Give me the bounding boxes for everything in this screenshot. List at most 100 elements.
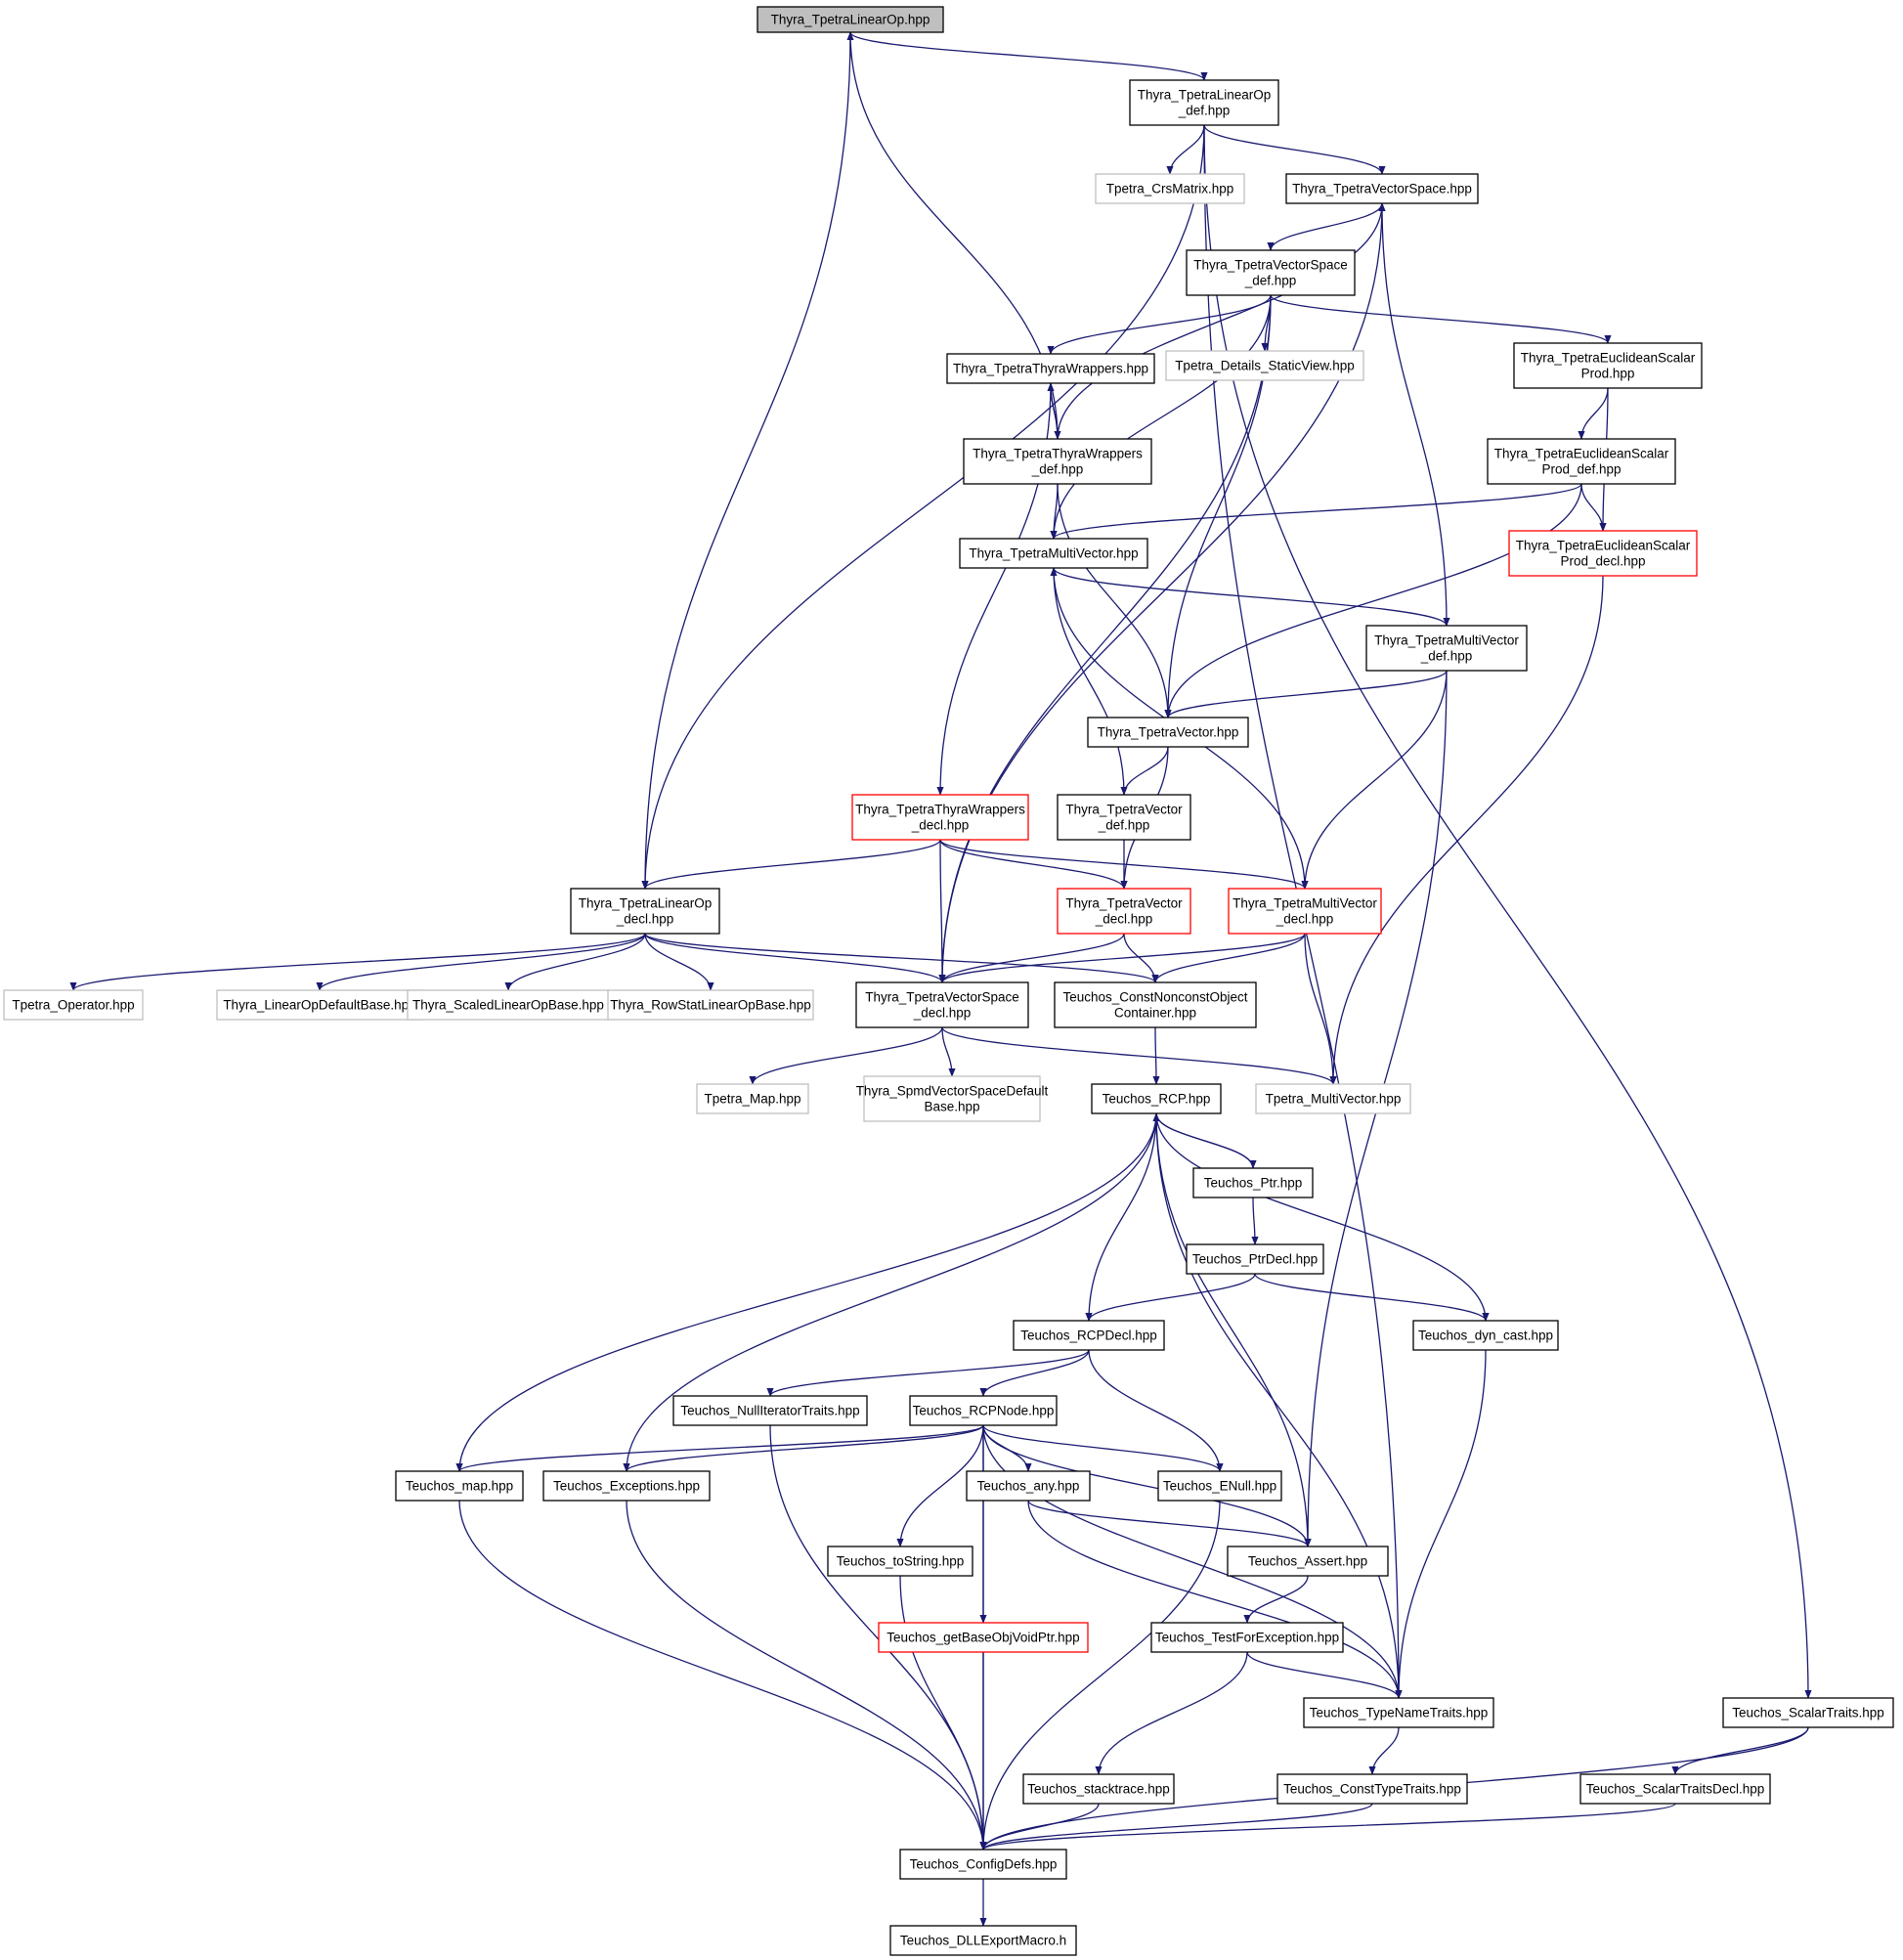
edge-line bbox=[979, 1349, 1090, 1397]
node-box bbox=[1513, 342, 1703, 389]
dependency-edge bbox=[938, 933, 1306, 983]
dependency-edge bbox=[979, 1500, 1221, 1851]
file-node[interactable]: Teuchos_NullIteratorTraits.hpp bbox=[672, 1395, 868, 1426]
file-node[interactable]: Thyra_TpetraThyraWrappers.hpp bbox=[946, 353, 1155, 384]
node-label: Thyra_TpetraLinearOp bbox=[1138, 88, 1272, 103]
file-node[interactable]: Teuchos_Ptr.hpp bbox=[1192, 1167, 1314, 1198]
file-node[interactable]: Teuchos_ScalarTraits.hpp bbox=[1722, 1697, 1894, 1728]
dependency-edge bbox=[455, 1112, 1157, 1472]
edge-line bbox=[1251, 1197, 1259, 1245]
node-label: _def.hpp bbox=[1031, 462, 1084, 477]
file-node[interactable]: Thyra_TpetraLinearOp_def.hpp bbox=[1129, 79, 1279, 126]
node-label: Teuchos_dyn_cast.hpp bbox=[1418, 1328, 1553, 1343]
file-node[interactable]: Teuchos_Exceptions.hpp bbox=[542, 1470, 711, 1502]
file-node[interactable]: Thyra_TpetraMultiVector_decl.hpp bbox=[1228, 888, 1382, 935]
file-node[interactable]: Thyra_TpetraLinearOp_decl.hpp bbox=[570, 888, 720, 935]
edge-line bbox=[1085, 1273, 1256, 1322]
dependency-edge bbox=[849, 31, 1208, 81]
dependency-edge bbox=[1270, 294, 1612, 344]
node-box bbox=[607, 989, 814, 1021]
file-node[interactable]: Teuchos_TypeNameTraits.hpp bbox=[1303, 1697, 1494, 1728]
file-node[interactable]: Teuchos_ConfigDefs.hpp bbox=[899, 1849, 1067, 1880]
node-label: Teuchos_stacktrace.hpp bbox=[1027, 1782, 1170, 1797]
edge-layer bbox=[69, 31, 1812, 1927]
file-node[interactable]: Teuchos_RCPNode.hpp bbox=[909, 1395, 1058, 1426]
node-label: _decl.hpp bbox=[1095, 912, 1153, 927]
file-node[interactable]: Teuchos_toString.hpp bbox=[827, 1546, 973, 1577]
node-box bbox=[1228, 888, 1382, 935]
edge-line bbox=[644, 933, 1159, 983]
file-node: Thyra_ScaledLinearOpBase.hpp bbox=[407, 989, 610, 1021]
node-box bbox=[899, 1849, 1067, 1880]
file-node[interactable]: Teuchos_ConstTypeTraits.hpp bbox=[1276, 1773, 1468, 1805]
file-node[interactable]: Thyra_TpetraVector.hpp bbox=[1087, 717, 1249, 748]
file-node[interactable]: Thyra_TpetraThyraWrappers_def.hpp bbox=[963, 438, 1152, 485]
node-label: Thyra_TpetraLinearOp.hpp bbox=[771, 13, 930, 27]
edge-line bbox=[644, 933, 714, 991]
dependency-edge bbox=[899, 1575, 987, 1851]
file-node[interactable]: Teuchos_map.hpp bbox=[395, 1470, 524, 1502]
file-node[interactable]: Teuchos_ENull.hpp bbox=[1157, 1470, 1282, 1502]
node-box bbox=[672, 1395, 868, 1426]
node-box bbox=[542, 1470, 711, 1502]
node-label: Teuchos_map.hpp bbox=[406, 1479, 513, 1494]
dependency-edge bbox=[316, 933, 646, 991]
file-node[interactable]: Teuchos_TestForException.hpp bbox=[1150, 1622, 1344, 1653]
dependency-edge bbox=[1254, 1273, 1490, 1322]
root-file-node[interactable]: Thyra_TpetraLinearOp.hpp bbox=[757, 6, 944, 33]
file-node[interactable]: Teuchos_ScalarTraitsDecl.hpp bbox=[1579, 1773, 1771, 1805]
file-node[interactable]: Thyra_TpetraMultiVector.hpp bbox=[959, 538, 1148, 569]
file-node[interactable]: Thyra_TpetraVector_decl.hpp bbox=[1057, 888, 1191, 935]
dependency-edge bbox=[641, 124, 1205, 890]
file-node[interactable]: Thyra_TpetraMultiVector_def.hpp bbox=[1365, 625, 1528, 672]
file-node[interactable]: Teuchos_RCP.hpp bbox=[1091, 1083, 1222, 1114]
node-box bbox=[570, 888, 720, 935]
edge-line bbox=[1166, 124, 1205, 175]
file-node[interactable]: Teuchos_Assert.hpp bbox=[1227, 1546, 1389, 1577]
edge-line bbox=[1329, 575, 1604, 1085]
node-label: Teuchos_RCP.hpp bbox=[1103, 1092, 1211, 1107]
edge-line bbox=[1095, 1651, 1248, 1775]
file-node[interactable]: Teuchos_stacktrace.hpp bbox=[1022, 1773, 1175, 1805]
edge-line bbox=[641, 839, 941, 890]
dependency-edge bbox=[1152, 1112, 1254, 1169]
node-label: Thyra_TpetraThyraWrappers bbox=[973, 447, 1143, 461]
file-node[interactable]: Teuchos_any.hpp bbox=[966, 1470, 1091, 1502]
file-node[interactable]: Teuchos_dyn_cast.hpp bbox=[1412, 1320, 1559, 1351]
dependency-edge bbox=[1047, 382, 1059, 440]
dependency-edge bbox=[1053, 567, 1450, 627]
file-node[interactable]: Thyra_TpetraVectorSpace_def.hpp bbox=[1186, 249, 1356, 296]
file-node[interactable]: Teuchos_getBaseObjVoidPtr.hpp bbox=[878, 1622, 1089, 1653]
file-node[interactable]: Teuchos_RCPDecl.hpp bbox=[1013, 1320, 1165, 1351]
node-label: Prod_decl.hpp bbox=[1560, 554, 1645, 569]
file-node[interactable]: Thyra_TpetraVectorSpace.hpp bbox=[1285, 173, 1479, 204]
file-node: Thyra_LinearOpDefaultBase.hpp bbox=[216, 989, 423, 1021]
file-node[interactable]: Teuchos_PtrDecl.hpp bbox=[1186, 1243, 1324, 1275]
dependency-edge bbox=[1243, 1575, 1309, 1624]
node-label: Teuchos_RCPNode.hpp bbox=[913, 1404, 1055, 1418]
node-label: Thyra_TpetraThyraWrappers bbox=[855, 803, 1025, 817]
node-box bbox=[1579, 1773, 1771, 1805]
file-node[interactable]: Thyra_TpetraThyraWrappers_decl.hpp bbox=[851, 794, 1029, 841]
file-node[interactable]: Thyra_TpetraVector_def.hpp bbox=[1057, 794, 1191, 841]
edge-line bbox=[899, 1575, 987, 1851]
node-box bbox=[1255, 1083, 1411, 1114]
node-box bbox=[1365, 625, 1528, 672]
dependency-edge bbox=[1251, 1197, 1259, 1245]
dependency-edge bbox=[1050, 567, 1125, 796]
file-node[interactable]: Thyra_TpetraVectorSpace_decl.hpp bbox=[855, 981, 1029, 1028]
file-node[interactable]: Teuchos_DLLExportMacro.h bbox=[889, 1925, 1077, 1956]
node-label: _decl.hpp bbox=[913, 1006, 972, 1021]
node-label: Teuchos_ConstTypeTraits.hpp bbox=[1283, 1782, 1461, 1797]
edge-line bbox=[939, 839, 1128, 890]
node-box bbox=[1022, 1773, 1175, 1805]
node-box bbox=[863, 1075, 1041, 1122]
dependency-edge bbox=[1395, 1349, 1487, 1699]
edge-line bbox=[938, 839, 946, 983]
edge-line bbox=[1164, 670, 1448, 719]
node-box bbox=[878, 1622, 1089, 1653]
